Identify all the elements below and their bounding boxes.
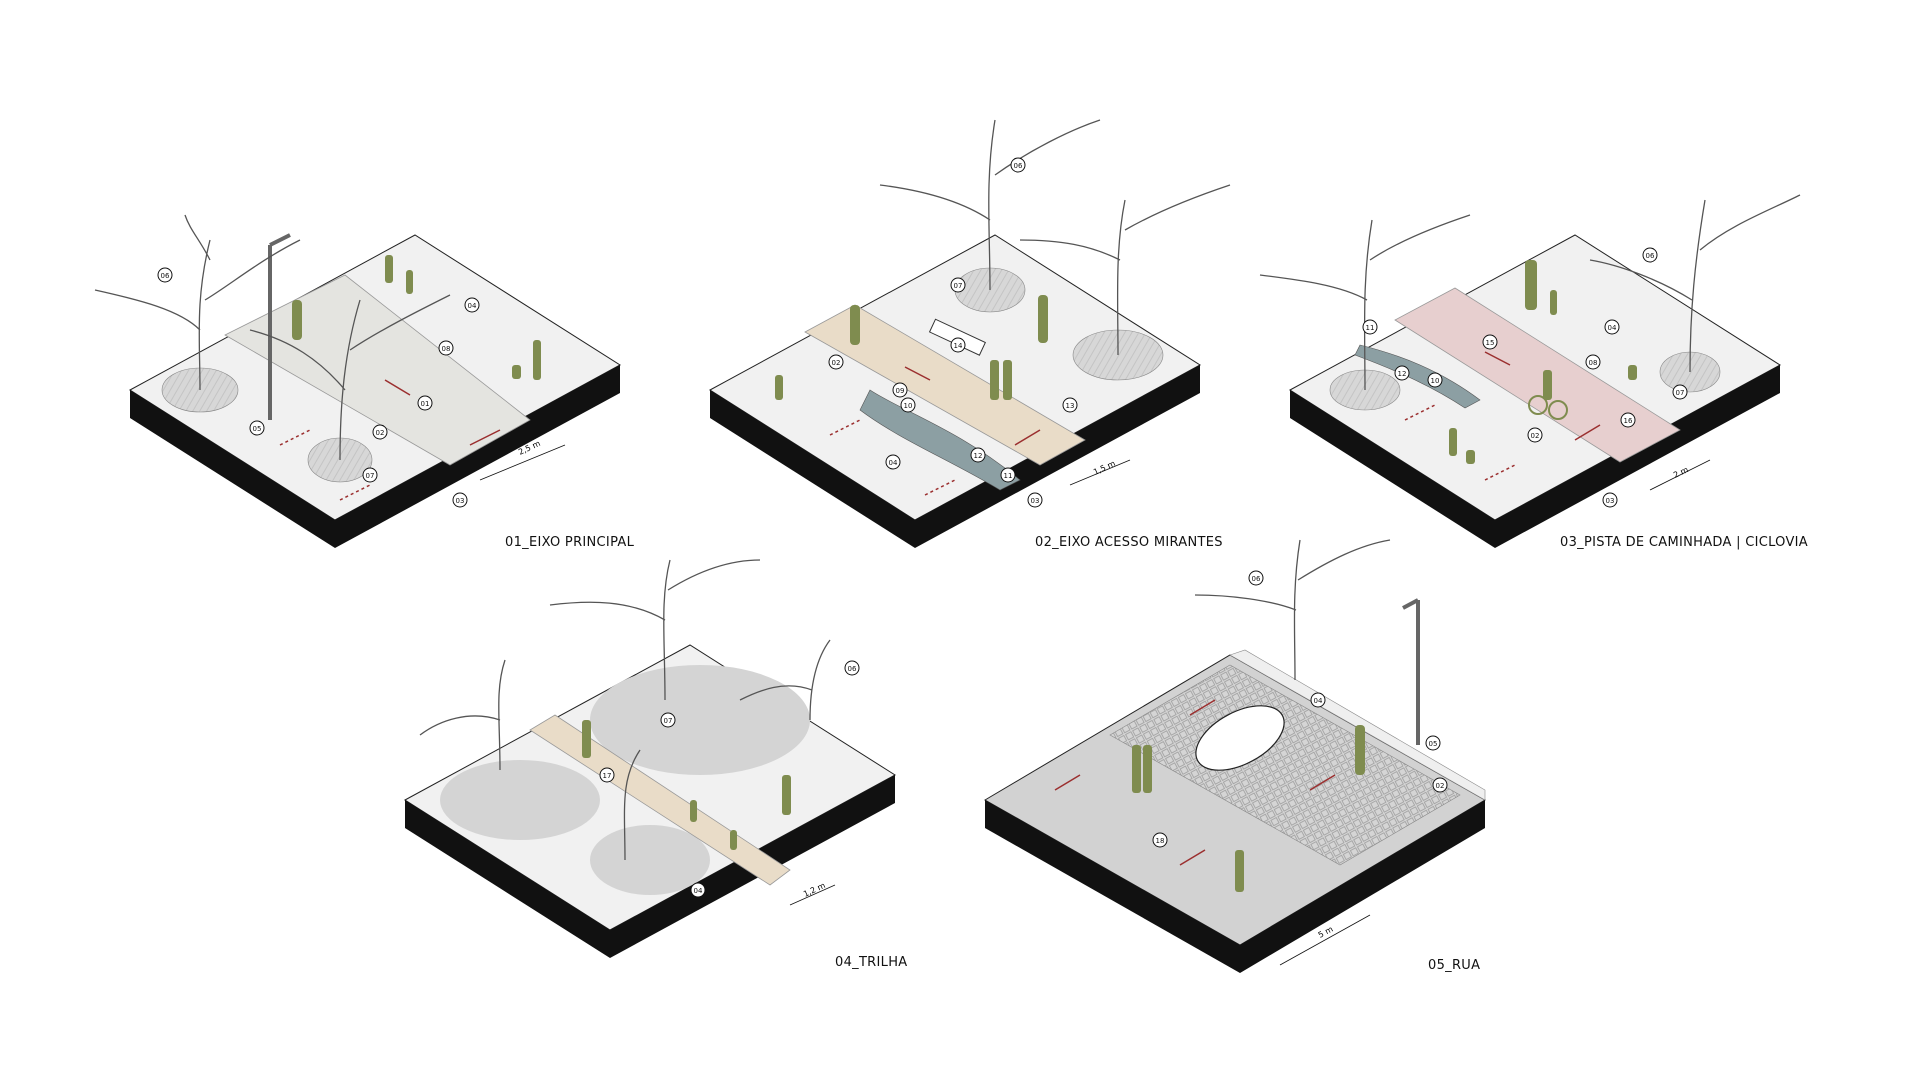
- dimension-line: [789, 884, 836, 906]
- bike-path: [1394, 287, 1681, 463]
- water-channel: [1354, 344, 1481, 409]
- svg-text:03: 03: [456, 497, 465, 505]
- marker-labels: 06 04 08 01 05 02 07 03: [157, 267, 480, 508]
- svg-text:05: 05: [253, 425, 262, 433]
- svg-text:04: 04: [694, 887, 703, 895]
- svg-text:02: 02: [1531, 432, 1540, 440]
- slab-side-left: [710, 390, 915, 548]
- slab-side-right: [915, 365, 1200, 548]
- svg-text:01: 01: [421, 400, 430, 408]
- svg-text:05: 05: [1429, 740, 1438, 748]
- tree: [1194, 539, 1391, 681]
- caption-trilha: 04_TRILHA: [835, 955, 908, 970]
- svg-text:07: 07: [1676, 389, 1685, 397]
- cobble-parking: [1109, 664, 1461, 866]
- svg-text:03: 03: [1606, 497, 1615, 505]
- figure-group: [582, 720, 791, 850]
- svg-text:04: 04: [1608, 324, 1617, 332]
- dimension-label: 2 m: [1672, 465, 1690, 480]
- sand-path: [804, 304, 1086, 466]
- tree: [419, 559, 831, 861]
- svg-text:07: 07: [954, 282, 963, 290]
- trail-path: [529, 714, 791, 886]
- svg-text:02: 02: [376, 429, 385, 437]
- svg-text:14: 14: [954, 342, 963, 350]
- marker-labels: 06 04 15 11 12 10 08 07 16 02 03: [1362, 247, 1688, 508]
- slab-side-right: [1495, 365, 1780, 548]
- svg-text:06: 06: [161, 272, 170, 280]
- figure-group: [1132, 725, 1365, 892]
- dimension-line: [479, 444, 566, 481]
- planting-area: [590, 825, 710, 895]
- svg-text:06: 06: [848, 665, 857, 673]
- svg-text:04: 04: [468, 302, 477, 310]
- svg-text:06: 06: [1014, 162, 1023, 170]
- svg-text:03: 03: [1031, 497, 1040, 505]
- svg-text:12: 12: [974, 452, 983, 460]
- tree: [1259, 194, 1801, 391]
- figure-group: [1449, 260, 1637, 464]
- svg-text:12: 12: [1398, 370, 1407, 378]
- flow-arrows: [1404, 351, 1601, 481]
- svg-text:07: 07: [366, 472, 375, 480]
- slab-side-left: [405, 800, 610, 958]
- car: [1195, 705, 1285, 771]
- dimension-label: 5 m: [1317, 924, 1335, 939]
- svg-text:11: 11: [1004, 472, 1013, 480]
- svg-text:18: 18: [1156, 837, 1165, 845]
- svg-text:13: 13: [1066, 402, 1075, 410]
- slab-side-right: [335, 365, 620, 548]
- flow-arrows: [829, 366, 1041, 496]
- dimension-line: [1069, 459, 1131, 486]
- svg-text:02: 02: [832, 359, 841, 367]
- cyclist-wheel: [1548, 400, 1568, 420]
- marker-labels: 06 04 05 02 18: [1152, 570, 1448, 848]
- slab-side-left: [985, 800, 1240, 973]
- panel-trilha: 06 07 17 04 1,2 m: [404, 559, 896, 958]
- marker-labels: 06 07 14 02 09 10 13 12 11 04 03: [828, 157, 1078, 508]
- panel-eixo-principal: 06 04 08 01 05 02 07 03 2,5 m: [94, 214, 621, 548]
- dimension-label: 1,2 m: [802, 881, 827, 899]
- sidewalk-edge: [1229, 649, 1486, 801]
- figure-group: [775, 295, 1048, 400]
- svg-text:16: 16: [1624, 417, 1633, 425]
- svg-text:10: 10: [904, 402, 913, 410]
- svg-text:04: 04: [889, 459, 898, 467]
- svg-text:11: 11: [1366, 324, 1375, 332]
- dimension-label: 1,5 m: [1092, 459, 1117, 477]
- svg-text:10: 10: [1431, 377, 1440, 385]
- caption-pista-caminhada-ciclovia: 03_PISTA DE CAMINHADA | CICLOVIA: [1560, 535, 1809, 550]
- panel-rua: 06 04 05 02 18 5 m: [984, 539, 1486, 973]
- svg-text:07: 07: [664, 717, 673, 725]
- slab-side-right: [1240, 800, 1485, 973]
- svg-text:06: 06: [1252, 575, 1261, 583]
- marker-labels: 06 07 17 04: [599, 660, 860, 898]
- dimension-line: [1649, 459, 1711, 491]
- caption-eixo-acesso-mirantes: 02_EIXO ACESSO MIRANTES: [1035, 535, 1223, 550]
- slab-side-left: [130, 390, 335, 548]
- tree: [94, 214, 451, 461]
- svg-text:15: 15: [1486, 339, 1495, 347]
- caption-rua: 05_RUA: [1428, 958, 1481, 973]
- slab-side-left: [1290, 390, 1495, 548]
- tree: [879, 119, 1231, 356]
- svg-text:06: 06: [1646, 252, 1655, 260]
- figure-group: [292, 255, 541, 380]
- svg-text:02: 02: [1436, 782, 1445, 790]
- svg-text:17: 17: [603, 772, 612, 780]
- svg-text:08: 08: [442, 345, 451, 353]
- panel-eixo-acesso-mirantes: 06 07 14 02 09 10 13 12 11 04 03 1,5 m: [709, 119, 1231, 548]
- flow-arrows: [279, 379, 501, 501]
- svg-text:08: 08: [1589, 359, 1598, 367]
- planting-area: [440, 760, 600, 840]
- svg-text:09: 09: [896, 387, 905, 395]
- flow-arrows: [1054, 699, 1336, 866]
- cyclist-wheel: [1528, 395, 1548, 415]
- panel-pista-caminhada-ciclovia: 06 04 15 11 12 10 08 07 16 02 03 2 m: [1259, 194, 1801, 548]
- dimension-line: [1279, 914, 1371, 966]
- caption-eixo-principal: 01_EIXO PRINCIPAL: [505, 535, 635, 550]
- svg-text:04: 04: [1314, 697, 1323, 705]
- planting-area: [590, 665, 810, 775]
